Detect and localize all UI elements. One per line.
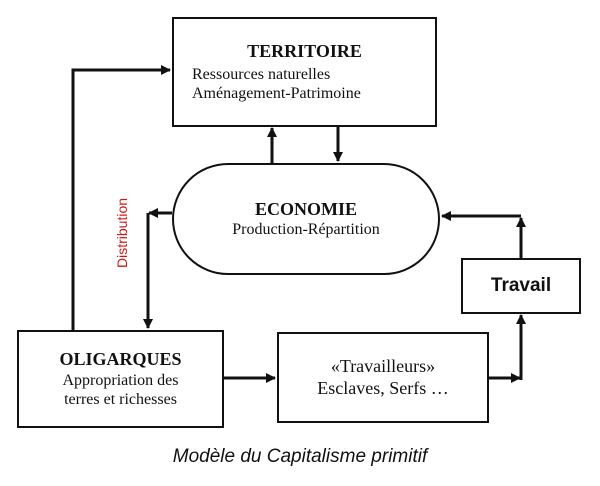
territoire-title: TERRITOIRE (247, 41, 362, 62)
travail-box: Travail (461, 258, 581, 314)
territoire-line1: Ressources naturelles (192, 65, 331, 83)
diagram-caption: Modèle du Capitalisme primitif (172, 446, 428, 467)
oligarques-box: OLIGARQUES Appropriation des terres et r… (17, 330, 224, 428)
travail-title: Travail (490, 274, 552, 296)
territoire-line2: Aménagement-Patrimoine (192, 84, 361, 102)
oligarques-line1: Appropriation des (62, 371, 179, 389)
economie-line1: Production-Répartition (232, 221, 380, 239)
territoire-box: TERRITOIRE Ressources naturelles Aménage… (172, 17, 437, 127)
travailleurs-box: «Travailleurs» Esclaves, Serfs … (277, 332, 489, 423)
oligarques-title: OLIGARQUES (59, 349, 182, 370)
oligarques-line2: terres et richesses (64, 390, 177, 408)
travailleurs-line1: Esclaves, Serfs … (317, 377, 449, 398)
economie-title: ECONOMIE (254, 198, 357, 219)
travailleurs-title: «Travailleurs» (330, 355, 436, 376)
distribution-label: Distribution (114, 197, 130, 268)
arrow-oligarques-to-territoire (71, 65, 171, 330)
economie-node: ECONOMIE Production-Répartition (172, 163, 440, 275)
